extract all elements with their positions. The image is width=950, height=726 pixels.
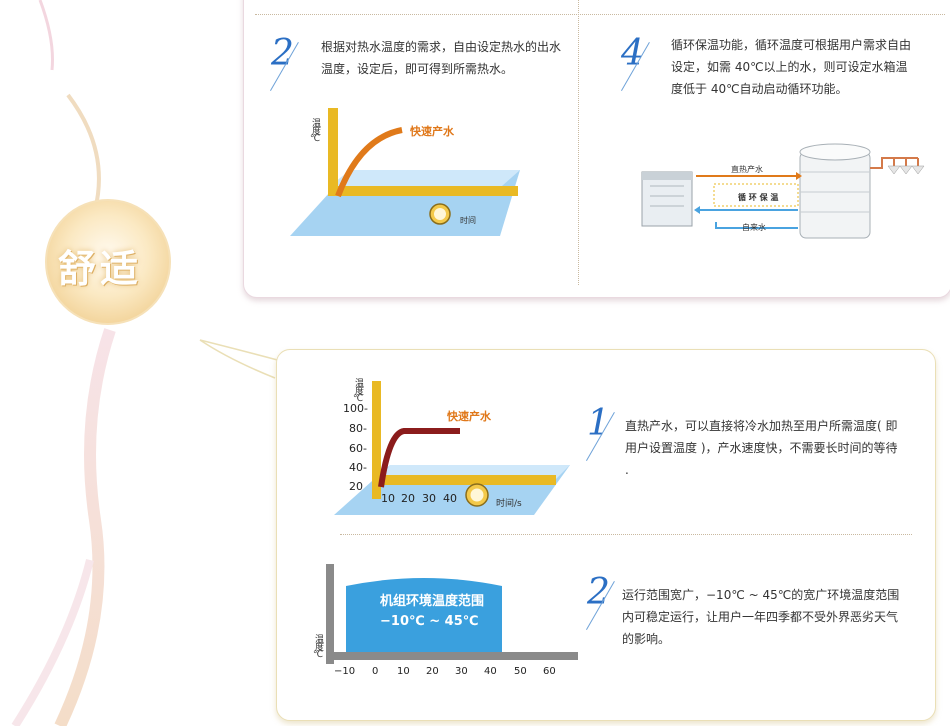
circulation-diagram: [641, 143, 925, 239]
y-tick: 100-: [343, 402, 368, 415]
axis-title-x: 时间: [460, 216, 476, 225]
x-tick: 40: [443, 492, 457, 505]
x-tick: 10: [397, 666, 410, 677]
feature-text: 循环保温功能，循环温度可根据用户需求自由设定，如需 40℃以上的水，则可设定水箱…: [671, 38, 912, 96]
chart-label: 快速产水: [447, 410, 491, 423]
y-tick: 80-: [349, 422, 367, 435]
chart-label: 快速产水: [410, 125, 454, 138]
x-tick: 40: [484, 666, 497, 677]
heating-speed-chart: [334, 381, 570, 515]
diagram-label-cycle: 循 环 保 温: [738, 193, 779, 202]
temperature-range-chart: [326, 564, 578, 664]
fast-heating-chart: [290, 108, 520, 236]
x-tick: 20: [426, 666, 439, 677]
divider: [578, 0, 579, 285]
feature-number: 2: [271, 33, 294, 74]
diagram-label-tap: 自来水: [742, 223, 766, 232]
x-tick: 0: [372, 666, 379, 677]
axis-title-y: 温度℃: [310, 118, 320, 143]
divider: [255, 14, 945, 15]
diagram-label-hot: 直热产水: [731, 165, 763, 174]
y-tick: 60-: [349, 442, 367, 455]
feature-number: 1: [587, 403, 610, 444]
axis-title-y: 温度℃: [313, 634, 323, 659]
x-tick: 10: [381, 492, 395, 505]
feature-number: 2: [587, 572, 610, 613]
range-box-value: −10℃ ~ 45℃: [380, 614, 479, 629]
feature-text: 直热产水，可以直接将冷水加热至用户所需温度( 即用户设置温度 )，产水速度快，不…: [625, 419, 898, 477]
y-tick: 20: [349, 480, 363, 493]
feature-text: 根据对热水温度的需求，自由设定热水的出水温度，设定后，即可得到所需热水。: [321, 40, 562, 76]
x-tick: 30: [455, 666, 468, 677]
sidebar-title: 舒适: [58, 246, 143, 291]
axis-title-x: 时间/s: [496, 499, 522, 509]
x-tick: 20: [401, 492, 415, 505]
x-tick: 30: [422, 492, 436, 505]
x-tick: 50: [514, 666, 527, 677]
feature-text: 运行范围宽广，−10℃ ~ 45℃的宽广环境温度范围内可稳定运行，让用户一年四季…: [622, 588, 900, 646]
x-tick: 60: [543, 666, 556, 677]
y-tick: 40-: [349, 461, 367, 474]
divider: [340, 534, 912, 535]
range-box-title: 机组环境温度范围: [380, 594, 485, 609]
axis-title-y: 温度℃: [353, 378, 363, 403]
decorative-branch: [11, 0, 286, 726]
feature-number: 4: [621, 33, 644, 74]
x-tick: −10: [334, 666, 356, 677]
